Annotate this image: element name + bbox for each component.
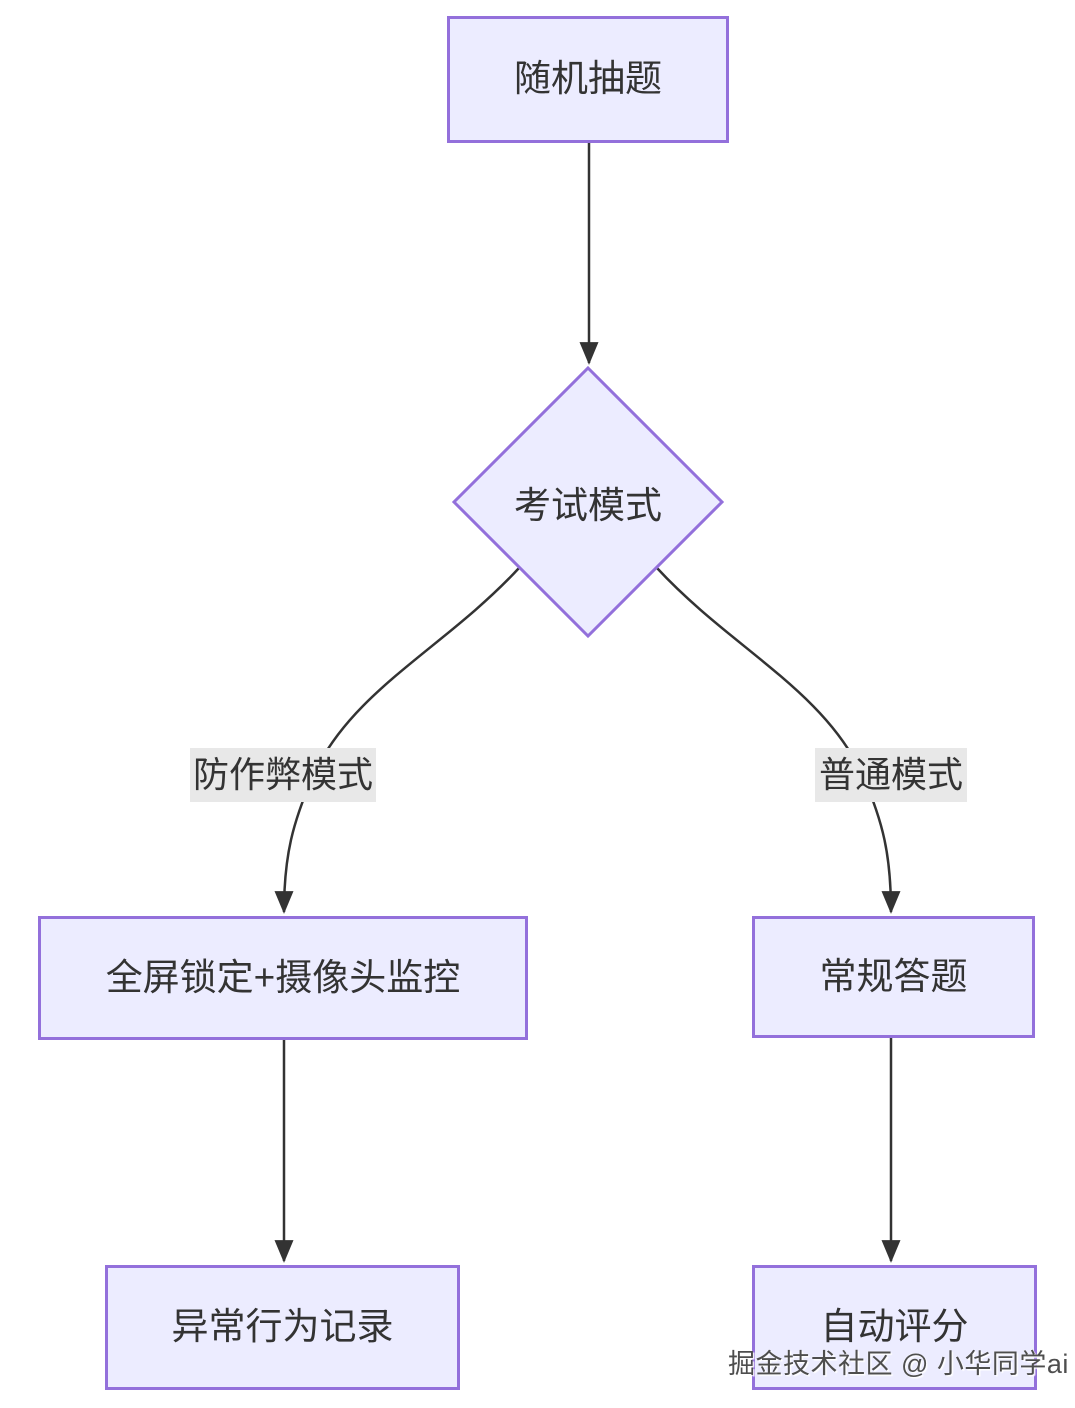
node-normal-answer-label: 常规答题 [819,955,968,997]
node-fullscreen-lock-camera-label: 全屏锁定+摄像头监控 [105,956,461,998]
decision-diamond-shape [451,365,725,639]
node-random-draw: 随机抽题 [447,16,729,143]
watermark: 掘金技术社区 @ 小华同学ai [728,1349,1069,1379]
node-abnormal-behavior-record-label: 异常行为记录 [171,1306,394,1348]
node-fullscreen-lock-camera: 全屏锁定+摄像头监控 [38,916,528,1040]
edge-label-normal-mode: 普通模式 [815,748,967,802]
edge-label-anticheat-mode: 防作弊模式 [190,748,377,802]
node-random-draw-label: 随机抽题 [514,58,662,100]
node-auto-score: 自动评分 [752,1265,1037,1390]
node-auto-score-label: 自动评分 [820,1306,969,1348]
decision-exam-mode: 考试模式 [454,368,722,636]
decision-exam-mode-label: 考试模式 [514,485,662,526]
node-normal-answer: 常规答题 [752,916,1035,1038]
node-abnormal-behavior-record: 异常行为记录 [105,1265,460,1390]
